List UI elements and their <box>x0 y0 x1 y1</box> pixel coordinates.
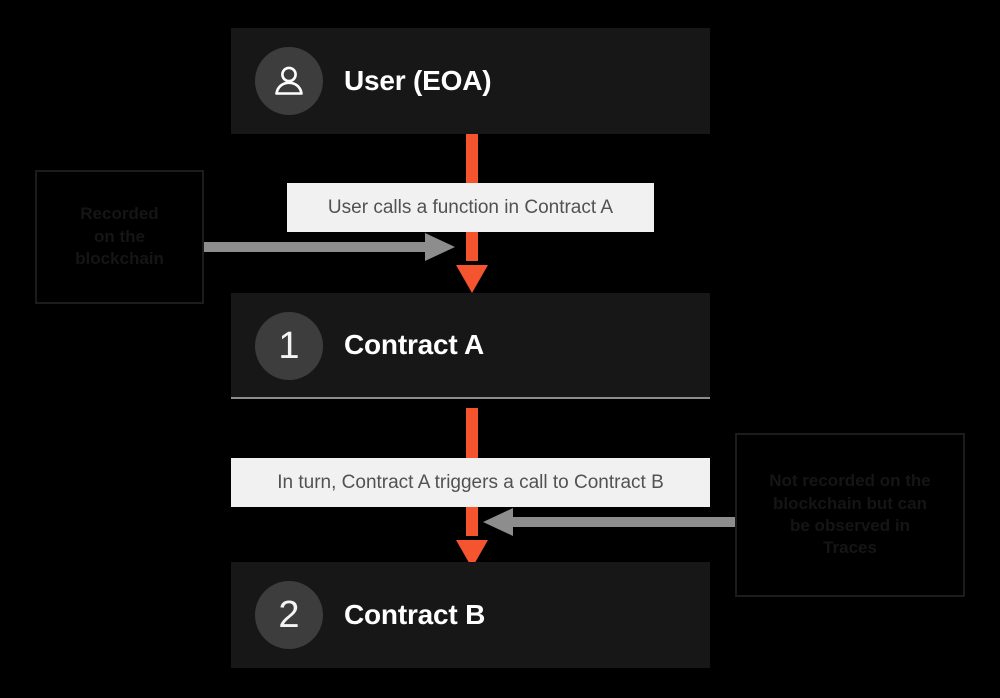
contract-a-badge-number: 1 <box>278 325 300 367</box>
node-user[interactable]: User (EOA) <box>231 28 710 134</box>
annotation-arrow-not-recorded <box>483 508 735 536</box>
contract-a-number-badge: 1 <box>255 312 323 380</box>
node-user-title: User (EOA) <box>344 65 492 96</box>
node-contract-b-title: Contract B <box>344 599 486 630</box>
edge-label-user-to-contract-a: User calls a function in Contract A <box>287 183 654 232</box>
annotation-not-recorded-line-2: blockchain but can <box>773 493 927 513</box>
node-contract-a-title: Contract A <box>344 329 485 360</box>
annotation-recorded-line-2: on the <box>94 226 145 246</box>
node-contract-a[interactable]: 1 Contract A <box>231 293 710 399</box>
contract-b-number-badge: 2 <box>255 581 323 649</box>
edge-label-contract-a-to-contract-b: In turn, Contract A triggers a call to C… <box>231 458 710 507</box>
node-contract-b[interactable]: 2 Contract B <box>231 562 710 668</box>
user-avatar-badge <box>255 47 323 115</box>
annotation-recorded-line-1: Recorded <box>80 204 159 224</box>
contract-b-badge-number: 2 <box>278 594 300 636</box>
person-icon <box>271 63 307 99</box>
annotation-arrow-recorded <box>203 233 455 261</box>
annotation-not-recorded-on-chain: Not recorded on the blockchain but can b… <box>735 433 965 597</box>
annotation-not-recorded-line-4: Traces <box>823 538 877 558</box>
annotation-recorded-on-chain: Recorded on the blockchain <box>35 170 204 304</box>
annotation-recorded-line-3: blockchain <box>75 249 164 269</box>
annotation-not-recorded-line-1: Not recorded on the <box>769 471 931 491</box>
annotation-not-recorded-line-3: be observed in <box>790 516 910 535</box>
